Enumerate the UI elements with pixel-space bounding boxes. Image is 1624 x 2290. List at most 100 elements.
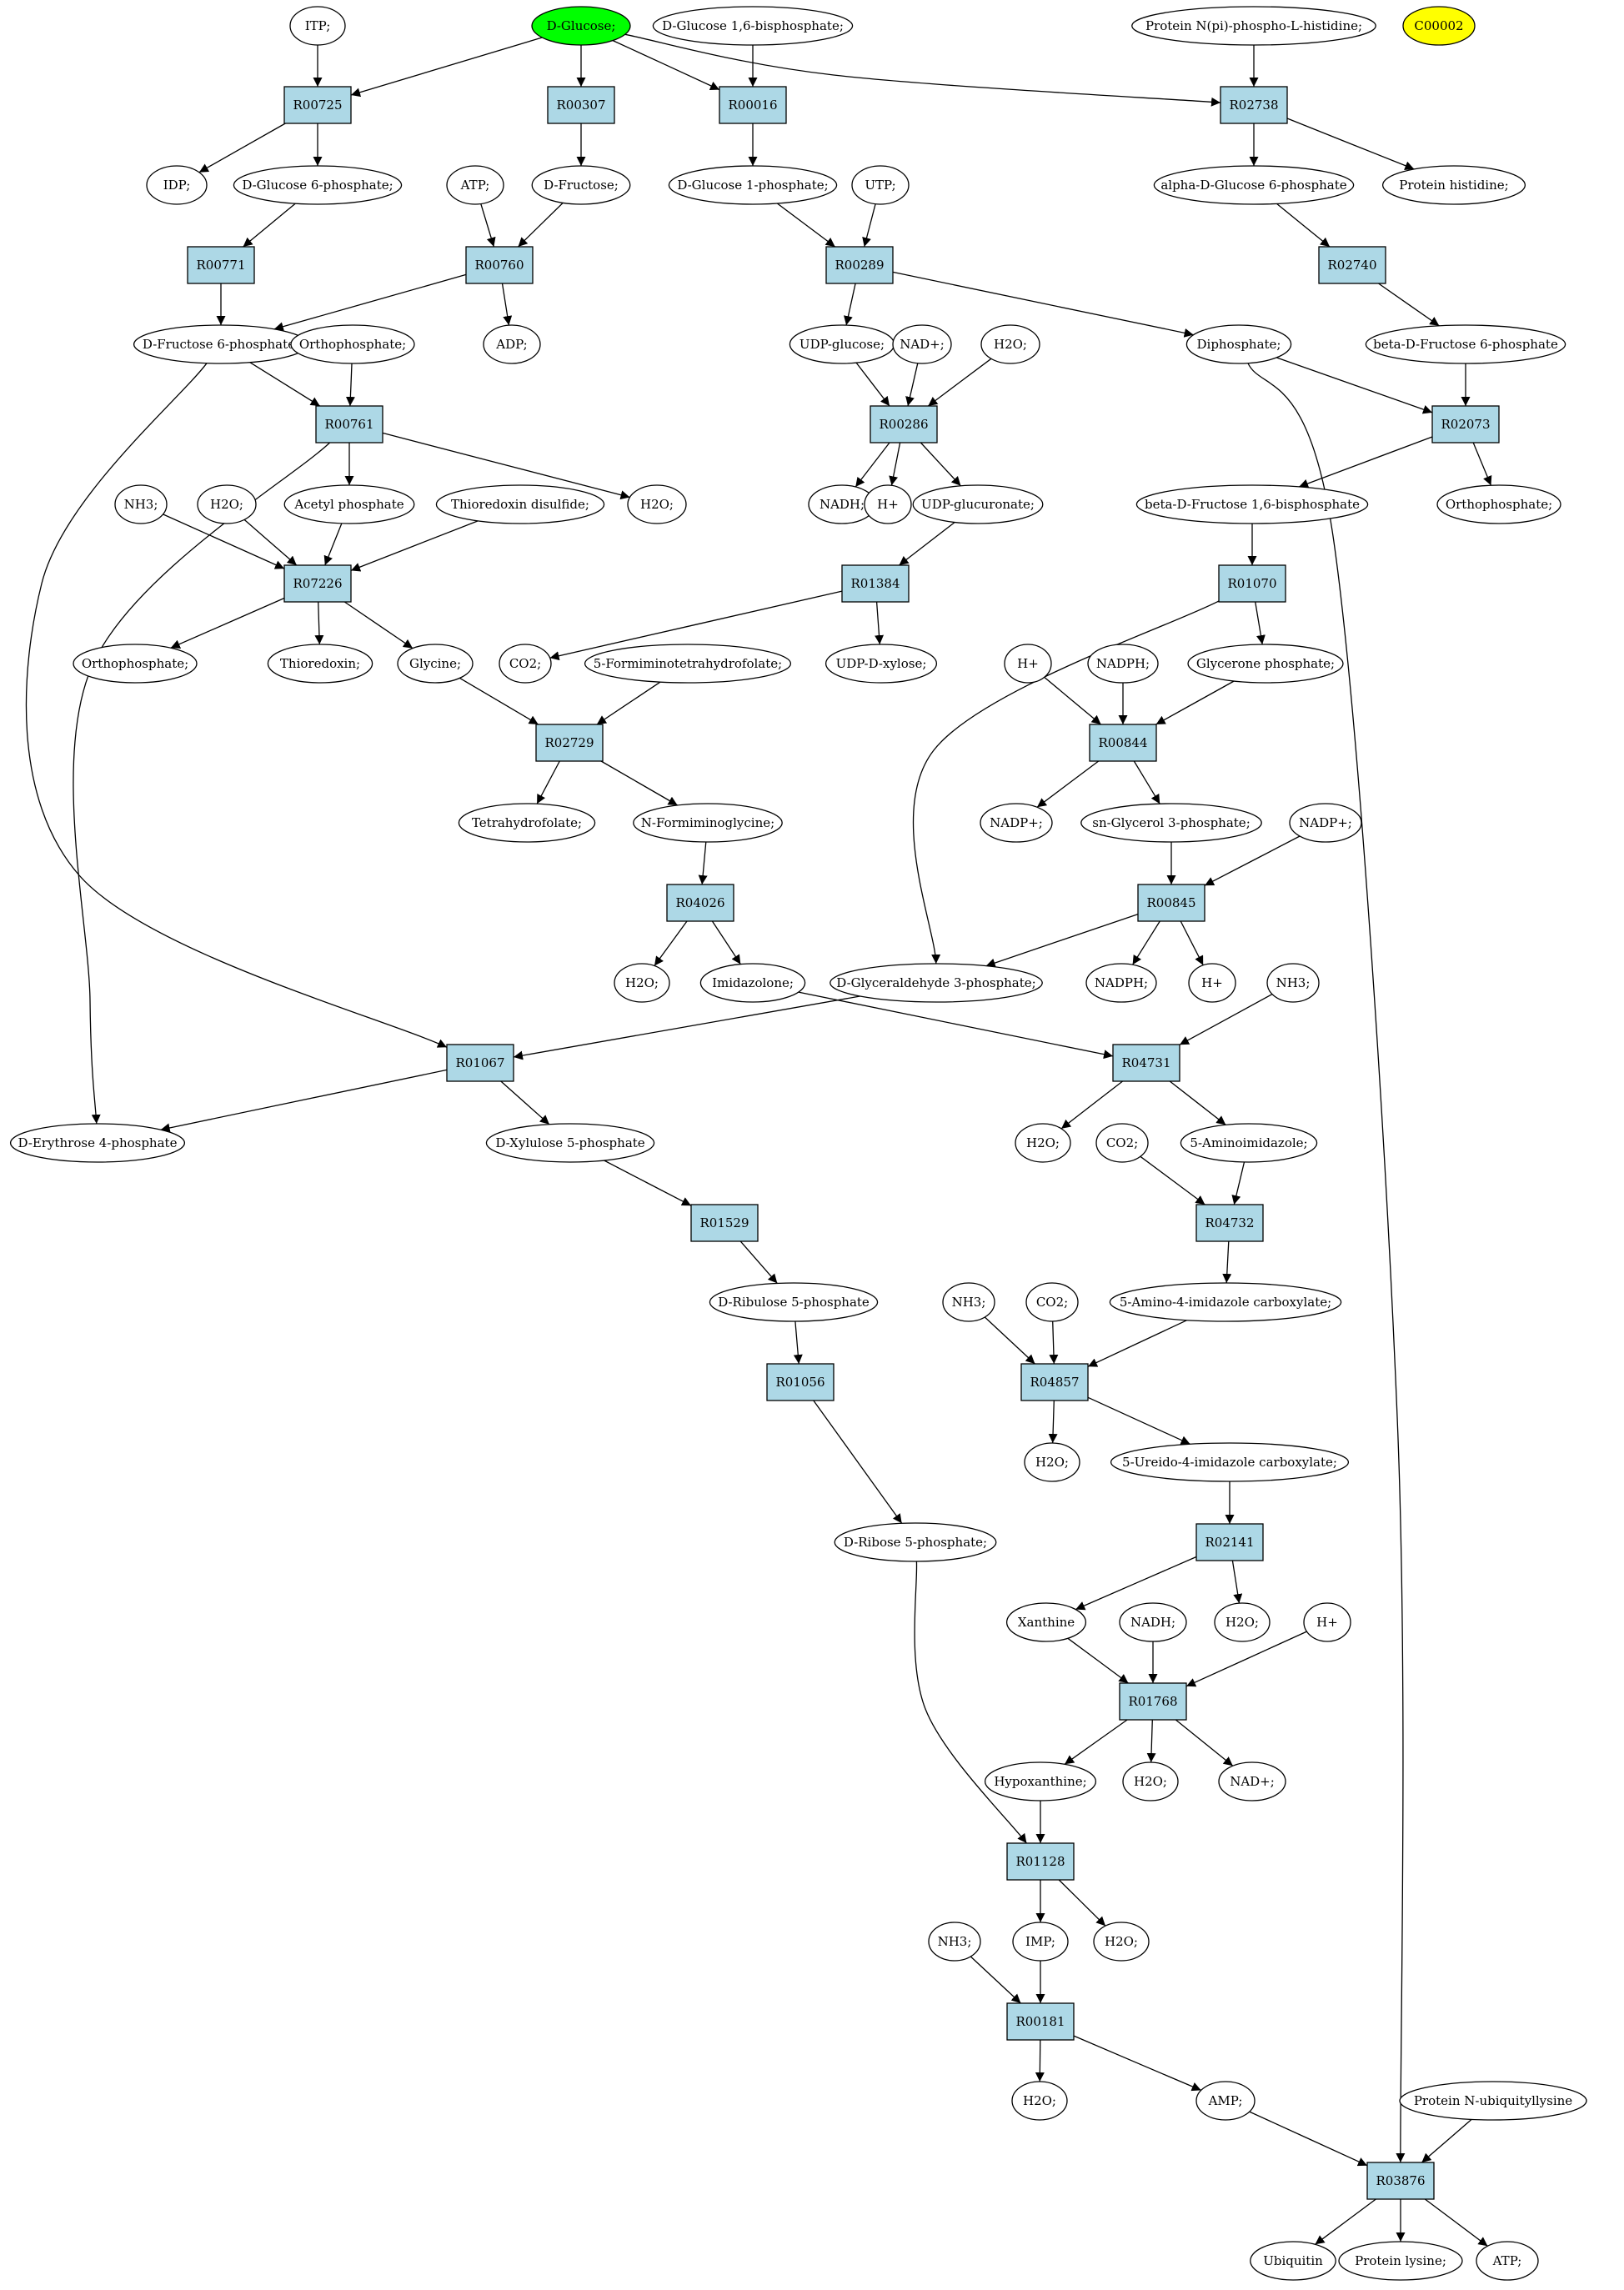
compound-node-ortho2[interactable]: Orthophosphate; (1436, 484, 1561, 524)
compound-node-udpglc[interactable]: UDP-glucose; (789, 324, 895, 364)
compound-node-ortho3[interactable]: Orthophosphate; (73, 644, 198, 684)
reaction-node-r01768[interactable]: R01768 (1119, 1682, 1187, 1721)
compound-node-nformgly[interactable]: N-Formiminoglycine; (633, 803, 783, 843)
reaction-node-r00845[interactable]: R00845 (1137, 884, 1205, 922)
compound-node-protnub[interactable]: Protein N-ubiquityllysine (1399, 2081, 1587, 2121)
compound-node-idp[interactable]: IDP; (146, 165, 208, 205)
compound-node-co2c[interactable]: CO2; (1025, 1282, 1079, 1322)
reaction-node-r02729[interactable]: R02729 (535, 724, 604, 762)
compound-node-hplus1[interactable]: H+ (864, 484, 912, 524)
compound-node-dg16bp[interactable]: D-Glucose 1,6-bisphosphate; (652, 6, 854, 46)
compound-node-udpxyl[interactable]: UDP-D-xylose; (825, 644, 938, 684)
compound-node-nh3a[interactable]: NH3; (114, 484, 168, 524)
compound-node-hplus2[interactable]: H+ (1004, 644, 1052, 684)
compound-node-nh3b[interactable]: NH3; (1266, 963, 1320, 1003)
reaction-node-r00307[interactable]: R00307 (547, 86, 615, 124)
compound-node-hplus3[interactable]: H+ (1188, 963, 1236, 1003)
compound-node-adg6p[interactable]: alpha-D-Glucose 6-phosphate (1153, 165, 1355, 205)
compound-node-h2o2[interactable]: H2O; (197, 484, 257, 524)
reaction-node-r04026[interactable]: R04026 (666, 884, 734, 922)
compound-node-itp[interactable]: ITP; (289, 6, 346, 46)
compound-node-h2o5[interactable]: H2O; (1015, 1123, 1071, 1163)
reaction-node-r07226[interactable]: R07226 (283, 564, 352, 603)
compound-node-ubiq[interactable]: Ubiquitin (1250, 2241, 1336, 2281)
reaction-node-r02740[interactable]: R02740 (1318, 246, 1386, 284)
compound-node-nadplus2[interactable]: NAD+; (1218, 1761, 1286, 1801)
compound-node-de4p[interactable]: D-Erythrose 4-phosphate (9, 1123, 186, 1163)
compound-node-nadp1[interactable]: NAD+; (892, 324, 952, 364)
compound-node-dg1p[interactable]: D-Glucose 1-phosphate; (668, 165, 838, 205)
compound-node-thiodis[interactable]: Thioredoxin disulfide; (435, 484, 605, 524)
compound-node-h2o6[interactable]: H2O; (1024, 1442, 1080, 1482)
compound-node-udpgluc[interactable]: UDP-glucuronate; (912, 484, 1044, 524)
compound-node-bdf16bp[interactable]: beta-D-Fructose 1,6-bisphosphate (1135, 484, 1369, 524)
compound-node-nadpplus2[interactable]: NADP+; (1289, 803, 1362, 843)
reaction-node-r02141[interactable]: R02141 (1195, 1523, 1264, 1561)
compound-node-dg6p[interactable]: D-Glucose 6-phosphate; (233, 165, 403, 205)
compound-node-hypox[interactable]: Hypoxanthine; (984, 1761, 1097, 1801)
compound-node-co2b[interactable]: CO2; (1095, 1123, 1149, 1163)
reaction-node-r00760[interactable]: R00760 (465, 246, 534, 284)
compound-node-imidaz[interactable]: Imidazolone; (699, 963, 806, 1003)
compound-node-aminoimid[interactable]: 5-Aminoimidazole; (1180, 1123, 1318, 1163)
reaction-node-r01067[interactable]: R01067 (446, 1044, 514, 1082)
compound-node-drib5p[interactable]: D-Ribose 5-phosphate; (834, 1522, 997, 1562)
compound-node-dxyl5p[interactable]: D-Xylulose 5-phosphate (485, 1123, 655, 1163)
compound-node-dga3p[interactable]: D-Glyceraldehyde 3-phosphate; (830, 963, 1043, 1003)
compound-node-dglucose[interactable]: D-Glucose; (531, 6, 631, 46)
compound-node-acetylp[interactable]: Acetyl phosphate (283, 484, 415, 524)
reaction-node-r01529[interactable]: R01529 (690, 1204, 759, 1242)
reaction-node-r04731[interactable]: R04731 (1112, 1044, 1180, 1082)
reaction-node-r03876[interactable]: R03876 (1366, 2162, 1435, 2200)
compound-node-ortho1[interactable]: Orthophosphate; (290, 324, 415, 364)
compound-node-h2o8[interactable]: H2O; (1122, 1761, 1179, 1801)
compound-node-h2o7[interactable]: H2O; (1214, 1602, 1271, 1642)
compound-node-h2o3[interactable]: H2O; (627, 484, 687, 524)
compound-node-protlys[interactable]: Protein lysine; (1338, 2241, 1463, 2281)
compound-node-dfru[interactable]: D-Fructose; (531, 165, 631, 205)
reaction-node-r04857[interactable]: R04857 (1020, 1363, 1089, 1401)
reaction-node-r00844[interactable]: R00844 (1089, 724, 1157, 762)
compound-node-utp[interactable]: UTP; (851, 165, 910, 205)
compound-node-thf[interactable]: Tetrahydrofolate; (458, 803, 596, 843)
compound-node-h2o4[interactable]: H2O; (614, 963, 670, 1003)
compound-node-prothis[interactable]: Protein histidine; (1381, 165, 1526, 205)
compound-node-dribu5p[interactable]: D-Ribulose 5-phosphate (709, 1282, 879, 1322)
compound-node-h2o10[interactable]: H2O; (1011, 2081, 1068, 2121)
compound-node-c00002[interactable]: C00002 (1402, 6, 1476, 46)
compound-node-nadh2[interactable]: NADH; (1119, 1602, 1187, 1642)
reaction-node-r01384[interactable]: R01384 (841, 564, 910, 603)
reaction-node-r01070[interactable]: R01070 (1218, 564, 1286, 603)
compound-node-df6p[interactable]: D-Fructose 6-phosphate; (133, 324, 309, 364)
compound-node-xanthine[interactable]: Xanthine (1005, 1602, 1087, 1642)
compound-node-amp[interactable]: AMP; (1195, 2081, 1256, 2121)
reaction-node-r02738[interactable]: R02738 (1220, 86, 1288, 124)
compound-node-aicarb[interactable]: 5-Amino-4-imidazole carboxylate; (1109, 1282, 1342, 1322)
reaction-node-r00016[interactable]: R00016 (719, 86, 787, 124)
compound-node-bdf6p[interactable]: beta-D-Fructose 6-phosphate (1365, 324, 1566, 364)
compound-node-nh3d[interactable]: NH3; (928, 1922, 981, 1962)
compound-node-co2a[interactable]: CO2; (499, 644, 552, 684)
compound-node-nadpplus1[interactable]: NADP+; (980, 803, 1053, 843)
reaction-node-r00771[interactable]: R00771 (187, 246, 255, 284)
reaction-node-r00289[interactable]: R00289 (825, 246, 894, 284)
reaction-node-r00181[interactable]: R00181 (1006, 2002, 1075, 2041)
compound-node-h2o9[interactable]: H2O; (1093, 1922, 1150, 1962)
reaction-node-r00725[interactable]: R00725 (283, 86, 352, 124)
compound-node-snglyc3p[interactable]: sn-Glycerol 3-phosphate; (1080, 803, 1262, 843)
compound-node-thiored[interactable]: Thioredoxin; (267, 644, 373, 684)
compound-node-glycp[interactable]: Glycerone phosphate; (1187, 644, 1344, 684)
reaction-node-r00761[interactable]: R00761 (315, 405, 383, 443)
compound-node-protnpi[interactable]: Protein N(pi)-phospho-L-histidine; (1131, 6, 1376, 46)
compound-node-glycine[interactable]: Glycine; (397, 644, 474, 684)
compound-node-nadph2[interactable]: NADPH; (1085, 963, 1157, 1003)
compound-node-formthf[interactable]: 5-Formiminotetrahydrofolate; (584, 644, 792, 684)
reaction-node-r01056[interactable]: R01056 (766, 1363, 835, 1401)
reaction-node-r02073[interactable]: R02073 (1431, 405, 1500, 443)
compound-node-atp2[interactable]: ATP; (1476, 2241, 1539, 2281)
compound-node-atp1[interactable]: ATP; (446, 165, 504, 205)
compound-node-adp[interactable]: ADP; (483, 324, 541, 364)
compound-node-nadph1[interactable]: NADPH; (1087, 644, 1159, 684)
compound-node-hplus4[interactable]: H+ (1303, 1602, 1351, 1642)
compound-node-imp[interactable]: IMP; (1012, 1922, 1069, 1962)
